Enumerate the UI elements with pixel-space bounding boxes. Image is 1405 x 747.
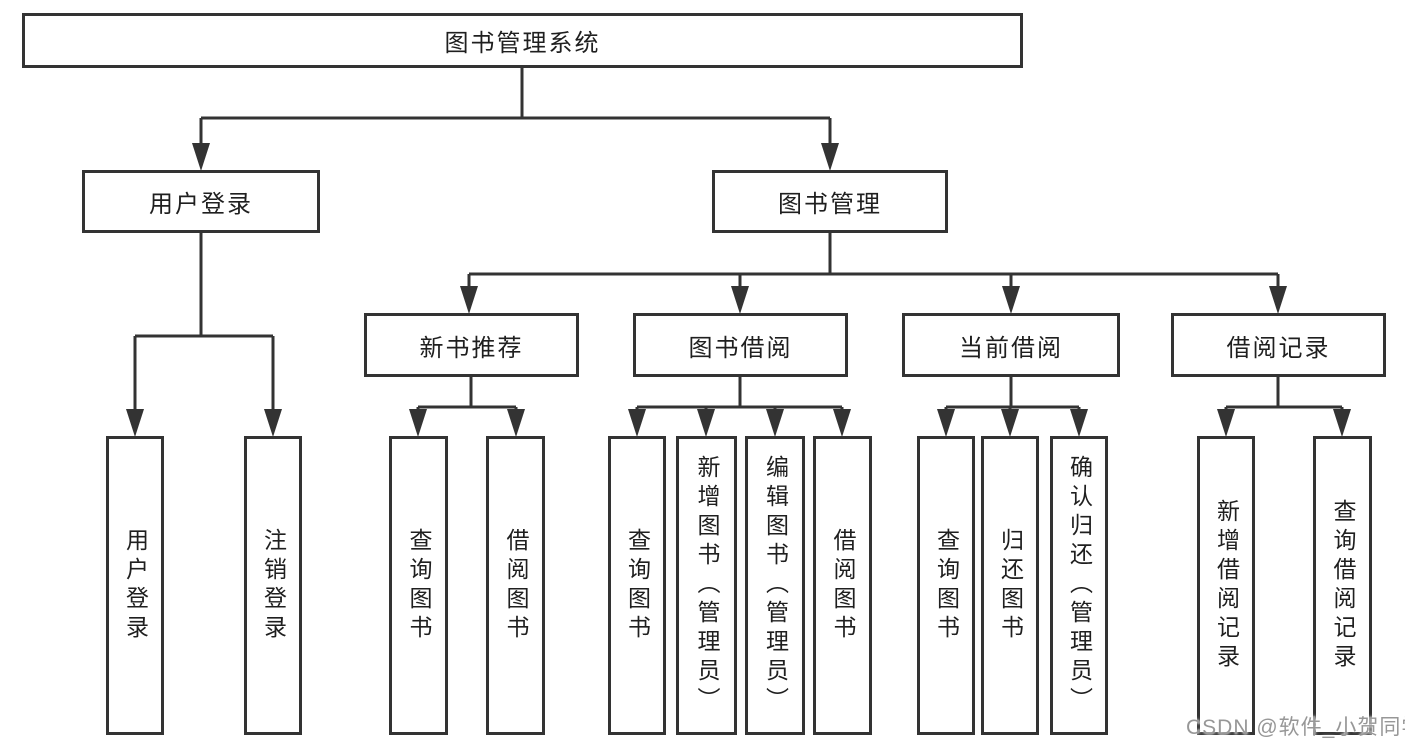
node-nb-borrow-books: 借阅图书 bbox=[486, 436, 545, 735]
node-label: 查询图书 bbox=[933, 527, 960, 644]
node-label: 借阅图书 bbox=[503, 527, 529, 644]
node-nb-query-books: 查询图书 bbox=[389, 436, 448, 735]
node-label: 图书管理系统 bbox=[444, 30, 601, 57]
node-logout: 注销登录 bbox=[244, 436, 302, 735]
node-label: 新增借阅记录 bbox=[1213, 498, 1240, 673]
node-label: 编辑图书（管理员） bbox=[762, 455, 789, 716]
node-book-management: 图书管理 bbox=[712, 170, 948, 233]
node-user-login: 用户登录 bbox=[82, 170, 320, 233]
node-bb-borrow-books: 借阅图书 bbox=[813, 436, 872, 735]
node-bb-query-books: 查询图书 bbox=[608, 436, 666, 735]
node-label: 图书管理 bbox=[778, 191, 882, 218]
watermark: CSDN @软件_小贺同学 bbox=[1186, 716, 1405, 739]
node-rec-query-record: 查询借阅记录 bbox=[1313, 436, 1372, 735]
node-bb-edit-books: 编辑图书（管理员） bbox=[745, 436, 805, 735]
node-label: 新增图书（管理员） bbox=[694, 455, 720, 716]
node-label: 新书推荐 bbox=[419, 334, 524, 362]
node-rec-add-record: 新增借阅记录 bbox=[1197, 436, 1255, 735]
node-label: 查询借阅记录 bbox=[1330, 498, 1356, 673]
node-cb-return-books: 归还图书 bbox=[981, 436, 1039, 735]
node-label: 确认归还（管理员） bbox=[1066, 455, 1093, 716]
node-bb-add-books: 新增图书（管理员） bbox=[676, 436, 737, 735]
node-cb-query-books: 查询图书 bbox=[917, 436, 975, 735]
node-book-borrow: 图书借阅 bbox=[633, 313, 848, 377]
node-label: 用户登录 bbox=[122, 527, 149, 644]
node-borrow-records: 借阅记录 bbox=[1171, 313, 1386, 377]
node-label: 查询图书 bbox=[406, 527, 432, 644]
node-label: 查询图书 bbox=[624, 527, 651, 644]
node-label: 注销登录 bbox=[260, 527, 287, 644]
node-current-borrow: 当前借阅 bbox=[902, 313, 1120, 377]
node-label: 用户登录 bbox=[149, 191, 253, 218]
arrowheads bbox=[126, 143, 1351, 437]
node-root: 图书管理系统 bbox=[22, 13, 1023, 68]
node-label: 当前借阅 bbox=[959, 334, 1063, 362]
node-cb-confirm-return: 确认归还（管理员） bbox=[1050, 436, 1108, 735]
node-label: 图书借阅 bbox=[688, 334, 793, 362]
node-login: 用户登录 bbox=[106, 436, 164, 735]
node-label: 借阅图书 bbox=[830, 527, 856, 644]
node-label: 借阅记录 bbox=[1226, 334, 1331, 362]
node-new-book-recommend: 新书推荐 bbox=[364, 313, 579, 377]
node-label: 归还图书 bbox=[997, 527, 1024, 644]
